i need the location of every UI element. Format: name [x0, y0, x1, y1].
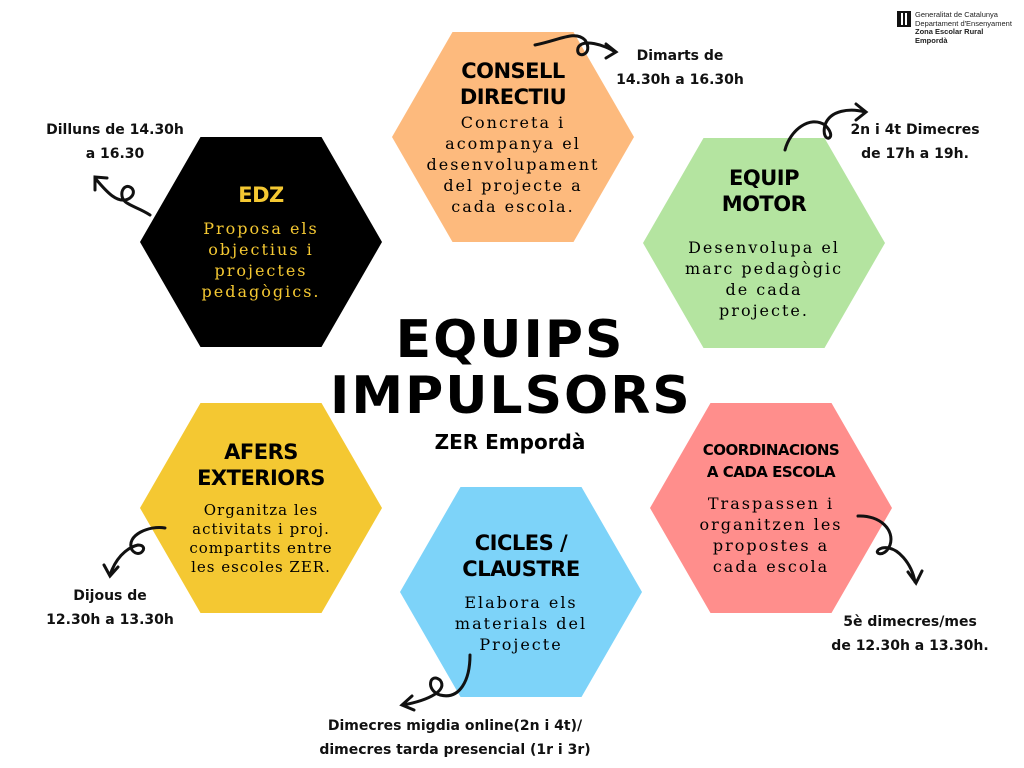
- curly-arrow-icon: [399, 653, 472, 712]
- logo-line: Zona Escolar Rural: [915, 27, 984, 36]
- schedule-consell: Dimarts de 14.30h a 16.30h: [616, 48, 744, 88]
- schedule-coordinacions: 5è dimecres/mes de 12.30h a 13.30h.: [831, 614, 989, 654]
- generalitat-emblem-icon: [897, 11, 911, 27]
- schedule-equip-motor: 2n i 4t Dimecres de 17h a 19h.: [850, 122, 980, 162]
- hex-text: Organitza les activitats i proj. compart…: [189, 501, 333, 576]
- hex-text: Traspassen i organitzen les propostes a …: [699, 494, 843, 576]
- curly-arrow-icon: [102, 525, 167, 579]
- schedule-edz: Dilluns de 14.30h a 16.30: [46, 122, 184, 162]
- generalitat-logo: Generalitat de Catalunya Departament d'E…: [897, 10, 1012, 45]
- main-title: EQUIPS IMPULSORS: [330, 310, 692, 426]
- schedule-afers: Dijous de 12.30h a 13.30h: [46, 588, 174, 628]
- logo-line: Generalitat de Catalunya: [915, 10, 998, 19]
- hex-text: Desenvolupa el marc pedagògic de cada pr…: [684, 238, 844, 320]
- curly-arrow-icon: [533, 34, 619, 60]
- logo-line: Departament d'Ensenyament: [915, 18, 1012, 28]
- hex-afers-exteriors: AFERS EXTERIORS Organitza les activitats…: [140, 403, 382, 613]
- curly-arrow-icon: [856, 514, 924, 586]
- hex-title: EQUIP MOTOR: [721, 166, 807, 216]
- logo-line: Empordà: [915, 35, 948, 45]
- curly-arrow-icon: [783, 102, 869, 152]
- curly-arrow-icon: [93, 175, 152, 217]
- hex-text: Concreta i acompanya el desenvolupament …: [426, 112, 600, 216]
- hex-title: CONSELL DIRECTIU: [459, 58, 567, 109]
- schedule-cicles: Dimecres migdia online(2n i 4t)/ dimecre…: [319, 718, 591, 758]
- hex-text: Proposa els objectius i projectes pedagò…: [201, 219, 321, 301]
- hex-text: Elabora els materials del Projecte: [454, 592, 588, 654]
- hex-title: EDZ: [238, 183, 284, 207]
- hex-title: CICLES / CLAUSTRE: [462, 530, 580, 581]
- hex-title: COORDINACIONS A CADA ESCOLA: [702, 441, 840, 481]
- hex-title: AFERS EXTERIORS: [197, 440, 325, 490]
- subtitle: ZER Empordà: [434, 430, 586, 454]
